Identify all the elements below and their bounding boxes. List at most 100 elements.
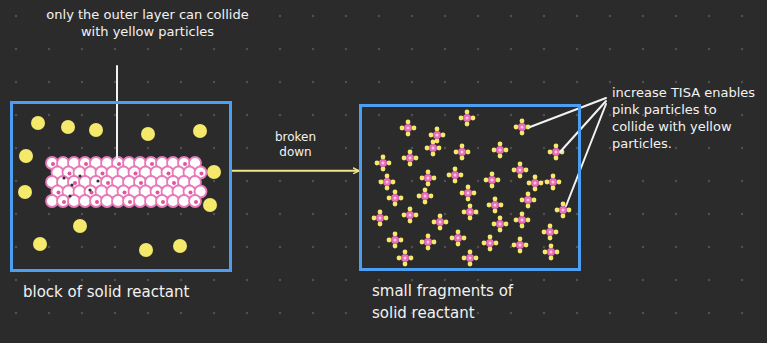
yellow-particle	[524, 243, 529, 248]
yellow-particle	[526, 204, 531, 209]
pink-core	[407, 127, 410, 130]
yellow-particle	[420, 240, 425, 245]
yellow-particle	[423, 200, 428, 205]
yellow-particle	[460, 191, 465, 196]
yellow-particle	[468, 216, 473, 221]
pink-core	[499, 149, 502, 152]
yellow-particle	[468, 262, 473, 267]
yellow-particle	[472, 191, 477, 196]
yellow-particle	[518, 249, 523, 254]
pink-particle	[391, 194, 399, 202]
yellow-particle	[524, 168, 529, 173]
yellow-particle	[379, 180, 384, 185]
pink-particle	[531, 179, 539, 187]
fragment	[429, 127, 446, 144]
pink-particle	[518, 216, 526, 224]
pink-dot	[84, 162, 88, 166]
yellow-particle	[518, 237, 523, 242]
fragment	[520, 192, 537, 209]
yellow-particle	[554, 230, 559, 235]
yellow-particle	[393, 190, 398, 195]
fragment	[555, 202, 572, 219]
yellow-particle	[444, 220, 449, 225]
yellow-particle	[474, 256, 479, 261]
yellow-particle	[387, 196, 392, 201]
pink-dot	[172, 181, 176, 185]
pink-core	[562, 209, 565, 212]
pink-particle	[549, 178, 557, 186]
yellow-particle	[468, 204, 473, 209]
arrow-label: broken down	[256, 129, 336, 161]
pink-particle	[391, 236, 399, 244]
yellow-particle	[33, 237, 47, 251]
pink-core	[550, 251, 553, 254]
yellow-particle	[61, 120, 75, 134]
pink-particle	[189, 195, 201, 207]
yellow-particle	[438, 226, 443, 231]
yellow-particle	[406, 132, 411, 137]
yellow-particle	[408, 150, 413, 155]
yellow-particle	[19, 149, 33, 163]
dark-dot	[96, 179, 99, 182]
leader-line	[116, 66, 118, 162]
pink-particle	[496, 146, 504, 154]
yellow-particle	[456, 230, 461, 235]
pink-dot	[73, 181, 77, 185]
pink-particle	[559, 206, 567, 214]
pink-core	[549, 231, 552, 234]
yellow-particle	[406, 120, 411, 125]
pink-core	[454, 174, 457, 177]
pink-core	[555, 151, 558, 154]
yellow-particle	[432, 176, 437, 181]
yellow-particle	[551, 186, 556, 191]
leader-line	[566, 104, 606, 206]
yellow-particle	[520, 119, 525, 124]
yellow-particle	[450, 236, 455, 241]
yellow-particle	[417, 194, 422, 199]
pink-particle	[552, 148, 560, 156]
pink-particle	[429, 144, 437, 152]
yellow-particle	[403, 262, 408, 267]
pink-dot	[95, 200, 99, 204]
pink-core	[469, 211, 472, 214]
yellow-particle	[460, 156, 465, 161]
box-caption: small fragments of solid reactant	[372, 280, 552, 324]
pink-particle	[488, 176, 496, 184]
dark-dot	[78, 174, 81, 177]
yellow-particle	[441, 133, 446, 138]
yellow-particle	[459, 173, 464, 178]
fragment	[379, 174, 396, 191]
yellow-particle	[543, 250, 548, 255]
pink-particle	[486, 239, 494, 247]
pink-dot	[161, 200, 165, 204]
pink-core	[409, 157, 412, 160]
fragment	[482, 235, 499, 252]
yellow-particle	[462, 256, 467, 261]
yellow-particle	[527, 181, 532, 186]
yellow-particle	[490, 184, 495, 189]
yellow-particle	[387, 238, 392, 243]
pink-core	[394, 239, 397, 242]
yellow-particle	[381, 167, 386, 172]
yellow-particle	[561, 202, 566, 207]
fragment	[372, 210, 389, 227]
pink-core	[394, 197, 397, 200]
pink-dot	[194, 200, 198, 204]
fragment	[460, 185, 477, 202]
yellow-particle	[493, 209, 498, 214]
pink-dot	[101, 172, 105, 176]
yellow-particle	[385, 174, 390, 179]
fragment	[492, 142, 509, 159]
pink-particle	[401, 254, 409, 262]
yellow-particle	[545, 180, 550, 185]
solid-block	[46, 157, 207, 207]
yellow-particle	[520, 131, 525, 136]
yellow-particle	[474, 210, 479, 215]
yellow-particle	[207, 165, 221, 179]
yellow-particle	[549, 244, 554, 249]
yellow-particle	[384, 216, 389, 221]
pink-dot	[128, 200, 132, 204]
pink-particle	[404, 124, 412, 132]
yellow-particle	[437, 146, 442, 151]
